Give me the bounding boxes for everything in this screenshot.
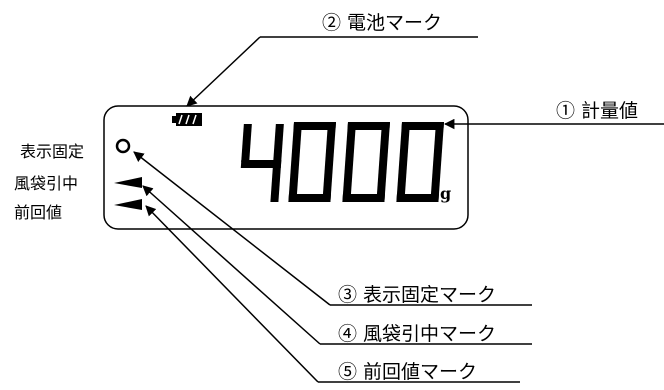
hold-circle-icon (115, 138, 131, 154)
digit-1 (240, 124, 284, 202)
previous-triangle-icon (114, 199, 142, 210)
digit-2 (288, 122, 336, 202)
callout-hold: ③ 表示固定マーク (338, 284, 497, 306)
unit-label: g (440, 184, 452, 203)
callout-tare: ④ 風袋引中マーク (338, 323, 497, 345)
callout-battery: ② 電池マーク (322, 12, 443, 34)
side-label-hold: 表示固定 (20, 142, 85, 161)
battery-leader (186, 36, 261, 107)
hold-leader (133, 151, 331, 306)
callout-weight: ① 計量値 (556, 100, 639, 122)
battery-icon (172, 113, 202, 126)
side-label-tare: 風袋引中 (14, 174, 79, 193)
tare-triangle-icon (114, 177, 142, 188)
seven-segment-digits (240, 122, 444, 202)
digit-3 (342, 122, 390, 202)
digit-4 (396, 122, 444, 202)
tare-leader (142, 185, 321, 345)
side-label-previous: 前回値 (14, 203, 63, 222)
previous-leader (145, 205, 319, 383)
lcd-panel-frame (103, 105, 469, 230)
callout-previous: ⑤ 前回値マーク (338, 361, 478, 383)
